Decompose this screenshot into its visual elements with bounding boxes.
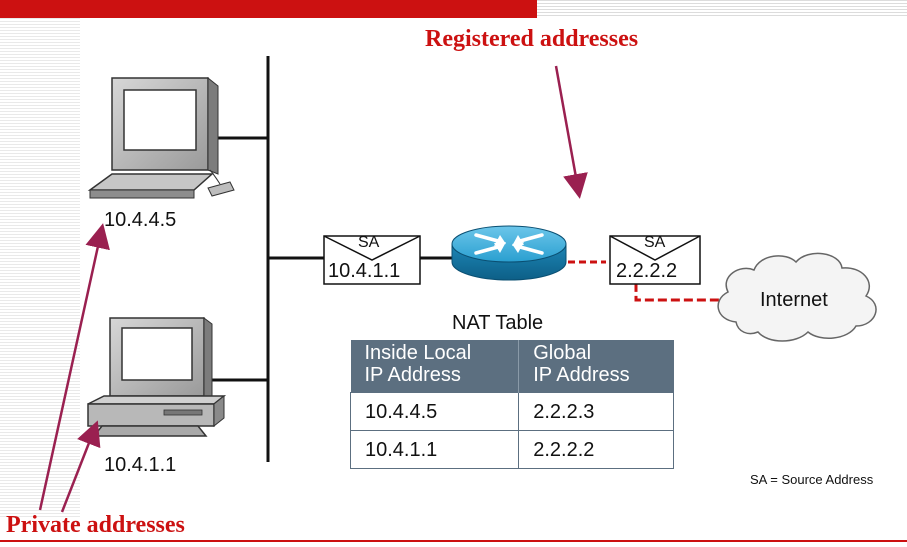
table-cell: 2.2.2.3 [518, 392, 674, 431]
private-pointer-arrow-2 [60, 420, 101, 513]
envelope-icon [323, 235, 421, 285]
column-header-line: Inside Local [364, 342, 472, 364]
host-2-ip-label: 10.4.1.1 [104, 454, 177, 476]
packet-outside-header: SA [644, 234, 666, 251]
table-cell: 10.4.4.5 [349, 392, 520, 431]
desktop-computer-icon [87, 317, 227, 437]
nat-table-caption: NAT Table [452, 312, 544, 334]
packet-inside-address: 10.4.1.1 [328, 260, 401, 282]
nat-table-column-header: Inside Local IP Address [350, 340, 519, 393]
top-accent-bar [0, 0, 537, 18]
top-stripe-bar [537, 0, 907, 18]
internet-label: Internet [760, 289, 828, 311]
router-icon [451, 225, 567, 281]
private-addresses-label: Private addresses [6, 512, 185, 538]
table-row: 10.4.4.5 2.2.2.3 [349, 392, 674, 431]
table-cell: 2.2.2.2 [518, 430, 674, 469]
decorative-stripes [0, 18, 80, 518]
nat-table: Inside Local IP Address Global IP Addres… [349, 340, 674, 469]
column-header-line: Global [533, 342, 592, 364]
envelope-icon [609, 235, 701, 285]
table-row: 10.4.1.1 2.2.2.2 [349, 430, 674, 469]
cloud-icon [717, 252, 877, 342]
registered-addresses-label: Registered addresses [425, 26, 639, 52]
packet-inside-header: SA [358, 234, 380, 251]
packet-outside-address: 2.2.2.2 [616, 260, 678, 282]
nat-table-column-header: Global IP Address [518, 340, 674, 393]
host-1-ip-label: 10.4.4.5 [104, 209, 177, 231]
bottom-accent-line [0, 540, 907, 542]
table-cell: 10.4.1.1 [349, 430, 520, 469]
column-header-line: IP Address [533, 364, 630, 386]
desktop-computer-icon [87, 76, 235, 199]
column-header-line: IP Address [364, 364, 461, 386]
legend-text: SA = Source Address [750, 472, 874, 487]
registered-pointer-arrow [554, 65, 588, 199]
nat-table-header-row: Inside Local IP Address Global IP Addres… [350, 340, 674, 393]
private-pointer-arrow-1 [38, 223, 110, 511]
